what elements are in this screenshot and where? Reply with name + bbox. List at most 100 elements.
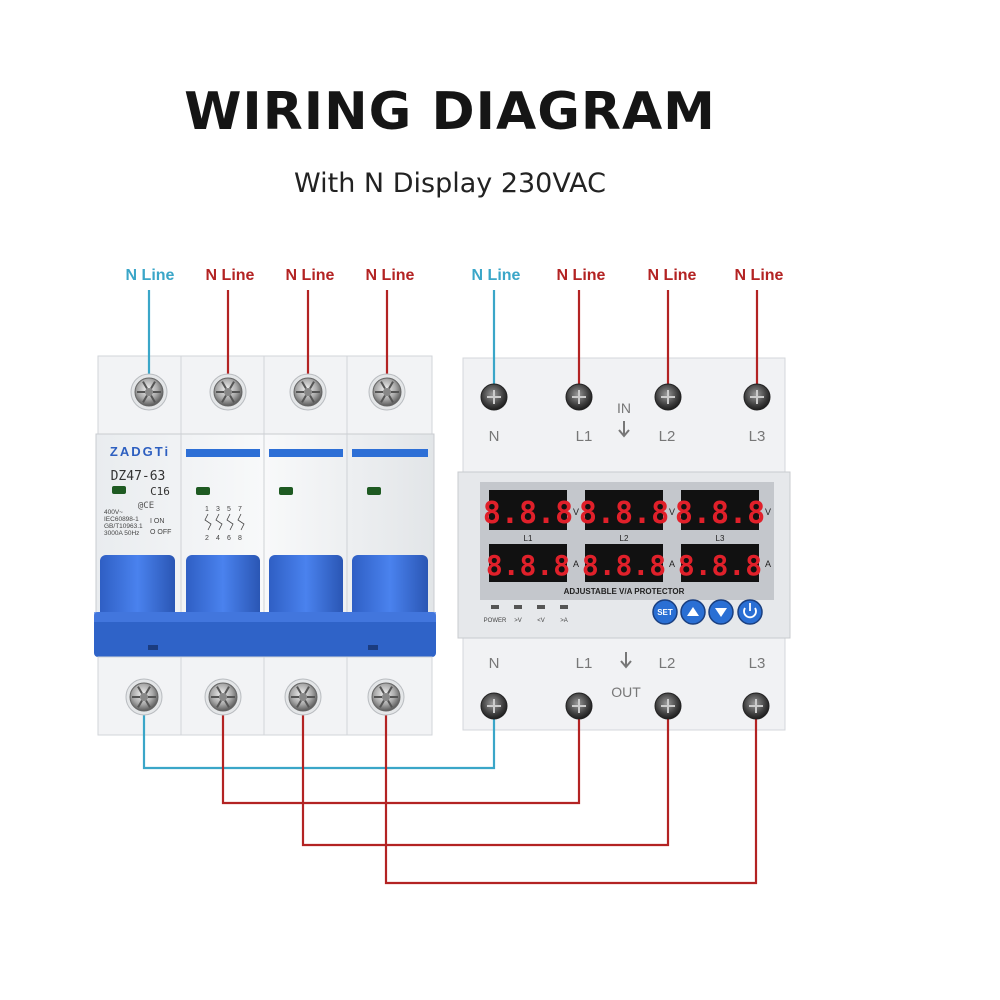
protector-name: ADJUSTABLE V/A PROTECTOR [564, 587, 685, 596]
circuit-breaker: ZADGTi DZ47-63 C16 @CE 400V~ IEC60898-1 … [94, 355, 436, 736]
in-down-arrow-icon [618, 421, 630, 438]
diagram-subtitle: With N Display 230VAC [294, 168, 606, 199]
voltage-unit: V [573, 507, 579, 517]
channel-label: L3 [716, 534, 725, 543]
pole-label-strip-2 [186, 449, 260, 457]
out-down-arrow-icon [620, 652, 632, 669]
current-unit: A [669, 559, 675, 569]
terminal-screw-icon[interactable] [204, 678, 242, 716]
wire-neutral-link [142, 697, 496, 770]
terminal-screw-icon[interactable] [480, 383, 508, 411]
wire-label-protector-n: N Line [471, 267, 521, 284]
power-button[interactable] [737, 599, 763, 625]
terminal-screw-icon[interactable] [743, 383, 771, 411]
terminal-screw-icon[interactable] [654, 383, 682, 411]
pole-label-strip-3 [269, 449, 343, 457]
breaker-spec-line-1: 400V~ [104, 509, 123, 516]
voltage-display [585, 490, 663, 530]
breaker-on-label: I ON [150, 518, 164, 525]
svg-text:3: 3 [216, 506, 220, 513]
out-terminal-label-n: N [489, 655, 500, 672]
current-display [681, 544, 759, 582]
terminal-screw-icon[interactable] [130, 373, 168, 411]
wire-label-breaker-n: N Line [125, 267, 175, 284]
up-button[interactable] [680, 599, 706, 625]
voltage-unit: V [669, 507, 675, 517]
pole-status-window-4 [367, 487, 381, 495]
svg-text:5: 5 [227, 506, 231, 513]
breaker-spec-line-3: GB/T10963.1 [104, 523, 143, 530]
wires [142, 290, 759, 885]
indicator-leds: POWER >V <V >A [484, 605, 568, 624]
voltage-reading: 8.8.8 [579, 496, 669, 531]
terminal-screw-icon[interactable] [565, 383, 593, 411]
current-display [489, 544, 567, 582]
svg-text:4: 4 [216, 535, 220, 542]
in-terminal-label-l2: L2 [659, 428, 676, 445]
pole-status-window-2 [196, 487, 210, 495]
wire-l3-link [384, 697, 758, 885]
breaker-rating: C16 [150, 485, 170, 498]
wire-label-breaker-2: N Line [205, 267, 255, 284]
voltage-display [489, 490, 567, 530]
in-terminal-label-n: N [489, 428, 500, 445]
breaker-model: DZ47-63 [111, 469, 166, 484]
svg-text:6: 6 [227, 535, 231, 542]
breaker-ce-mark: @CE [138, 501, 154, 511]
svg-text:7: 7 [238, 506, 242, 513]
breaker-brand: ZADGTi [110, 444, 170, 459]
wire-l2-link [301, 697, 670, 847]
breaker-handle-4[interactable] [352, 555, 428, 625]
in-terminal-label-l1: L1 [576, 428, 593, 445]
pole-label-strip-4 [352, 449, 428, 457]
current-unit: A [765, 559, 771, 569]
breaker-handle-1[interactable] [100, 555, 175, 625]
current-reading: 8.8.8 [582, 549, 666, 582]
out-terminal-label-l2: L2 [659, 655, 676, 672]
terminal-screw-icon[interactable] [367, 678, 405, 716]
breaker-spec-line-4: 3000A 50Hz [104, 530, 139, 537]
wire-label-breaker-4: N Line [365, 267, 415, 284]
wire-label-breaker-3: N Line [285, 267, 335, 284]
terminal-screw-icon[interactable] [480, 692, 508, 720]
pole-schematic: 1 3 5 7 2 4 6 8 [204, 506, 245, 542]
indicator-over-current-label: >A [560, 618, 568, 624]
in-label: IN [617, 400, 631, 416]
wire-l1-link [221, 697, 581, 805]
out-label: OUT [611, 684, 641, 700]
svg-text:8: 8 [238, 535, 242, 542]
terminal-screw-icon[interactable] [368, 373, 406, 411]
terminal-screw-icon[interactable] [742, 692, 770, 720]
terminal-screw-icon[interactable] [565, 692, 593, 720]
terminal-screw-icon[interactable] [289, 373, 327, 411]
up-triangle-icon [687, 607, 699, 616]
power-icon [743, 607, 757, 619]
breaker-handle-tie-bar[interactable] [94, 612, 436, 657]
voltage-reading: 8.8.8 [483, 496, 573, 531]
breaker-handle-3[interactable] [269, 555, 343, 625]
down-triangle-icon [715, 608, 727, 617]
out-terminal-label-l3: L3 [749, 655, 766, 672]
breaker-handle-2[interactable] [186, 555, 260, 625]
set-button[interactable]: SET [652, 599, 678, 625]
indicator-under-voltage-label: <V [537, 618, 545, 624]
current-reading: 8.8.8 [678, 549, 762, 582]
terminal-screw-icon[interactable] [209, 373, 247, 411]
diagram-title: WIRING DIAGRAM [184, 82, 716, 142]
out-terminal-label-l1: L1 [576, 655, 593, 672]
terminal-screw-icon[interactable] [284, 678, 322, 716]
down-button[interactable] [708, 599, 734, 625]
wire-label-protector-l2: N Line [647, 267, 697, 284]
breaker-status-window [112, 486, 126, 494]
terminal-screw-icon[interactable] [125, 678, 163, 716]
terminal-screw-icon[interactable] [654, 692, 682, 720]
indicator-over-voltage-label: >V [514, 618, 522, 624]
voltage-unit: V [765, 507, 771, 517]
in-terminal-label-l3: L3 [749, 428, 766, 445]
svg-text:1: 1 [205, 506, 209, 513]
voltage-reading: 8.8.8 [675, 496, 765, 531]
channel-label: L1 [524, 534, 533, 543]
